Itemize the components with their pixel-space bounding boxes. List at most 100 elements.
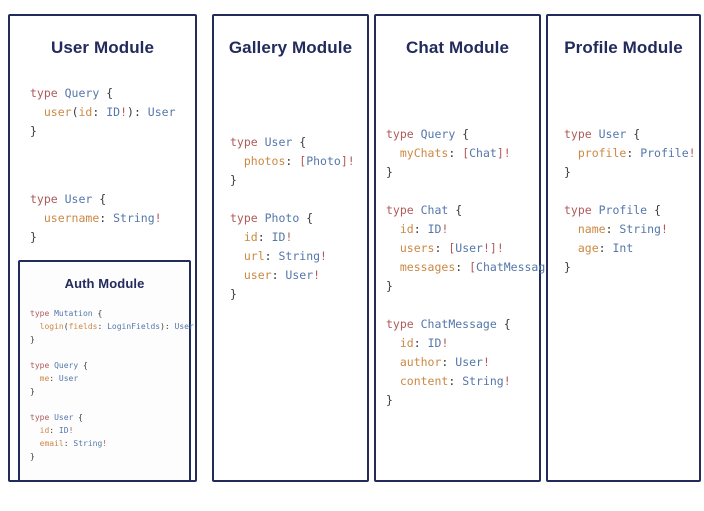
module-card-profile[interactable]: Profile Module type User { profile: Prof… bbox=[546, 14, 701, 482]
type-definition: type Query { user(id: ID!): User} bbox=[30, 84, 195, 141]
code-token: author bbox=[399, 355, 442, 369]
code-token: type bbox=[564, 203, 599, 217]
code-token: age bbox=[577, 241, 599, 255]
code-line: } bbox=[30, 450, 189, 463]
type-definition: type Profile { name: String! age: Int} bbox=[564, 201, 699, 277]
code-token: type bbox=[564, 127, 599, 141]
type-definition: type Query { me: User} bbox=[30, 359, 189, 398]
module-title-chat: Chat Module bbox=[405, 38, 510, 57]
schema-code-chat: type Query { myChats: [Chat]!}type Chat … bbox=[386, 125, 566, 410]
code-token: LoginFields bbox=[107, 322, 161, 331]
code-token: : bbox=[271, 268, 286, 282]
module-card-chat[interactable]: Chat Module type Query { myChats: [Chat]… bbox=[374, 14, 566, 482]
type-definition: type User { id: ID! email: String!} bbox=[30, 411, 189, 463]
code-line: type User { bbox=[564, 125, 699, 144]
code-token: : bbox=[448, 374, 463, 388]
code-token: } bbox=[30, 335, 35, 344]
code-token: : bbox=[434, 241, 449, 255]
code-token bbox=[30, 211, 44, 225]
code-line: } bbox=[230, 171, 367, 190]
code-token: : bbox=[448, 146, 463, 160]
code-token: user bbox=[43, 105, 72, 119]
code-token: String bbox=[73, 439, 103, 448]
code-line: email: String! bbox=[30, 437, 189, 450]
code-token: User bbox=[58, 374, 79, 383]
code-token: messages bbox=[399, 260, 456, 274]
code-token: : bbox=[264, 249, 279, 263]
code-token: String bbox=[113, 211, 155, 225]
code-token: Profile bbox=[640, 146, 689, 160]
code-line: content: String! bbox=[386, 372, 539, 391]
code-token: User bbox=[455, 241, 483, 255]
schema-code-auth: type Mutation { login(fields: LoginField… bbox=[30, 307, 194, 463]
code-token: content bbox=[399, 374, 449, 388]
code-token: Query bbox=[64, 86, 100, 100]
code-token: ID bbox=[427, 336, 442, 350]
code-token: type bbox=[386, 317, 421, 331]
module-card-auth[interactable]: Auth Module type Mutation { login(fields… bbox=[18, 260, 194, 482]
code-token: id bbox=[399, 222, 414, 236]
code-token: type bbox=[30, 86, 65, 100]
code-line: } bbox=[386, 391, 539, 410]
code-line: username: String! bbox=[30, 209, 195, 228]
code-token: url bbox=[243, 249, 265, 263]
code-line: author: User! bbox=[386, 353, 539, 372]
code-token: Profile bbox=[598, 203, 648, 217]
code-token: : bbox=[441, 355, 456, 369]
code-token: Mutation bbox=[54, 309, 93, 318]
code-token: id bbox=[39, 426, 50, 435]
type-definition: type Query { myChats: [Chat]!} bbox=[386, 125, 539, 182]
code-token bbox=[564, 241, 578, 255]
code-token: type bbox=[30, 309, 55, 318]
code-token: } bbox=[386, 279, 393, 293]
code-token: ID bbox=[427, 222, 442, 236]
code-line: type Photo { bbox=[230, 209, 367, 228]
code-token bbox=[230, 249, 244, 263]
code-token: { bbox=[73, 413, 83, 422]
code-token: } bbox=[30, 124, 37, 138]
code-token: } bbox=[230, 287, 237, 301]
code-token: ): bbox=[127, 105, 148, 119]
code-line: type User { bbox=[230, 133, 367, 152]
code-token: ! bbox=[688, 146, 696, 160]
module-card-user[interactable]: User Module type Query { user(id: ID!): … bbox=[8, 14, 197, 482]
code-token: ( bbox=[63, 322, 69, 331]
code-area-gallery: type User { photos: [Photo]!} type Photo … bbox=[214, 133, 367, 304]
code-line: me: User bbox=[30, 372, 189, 385]
code-token: } bbox=[386, 165, 393, 179]
type-definition: type Photo { id: ID! url: String! user: … bbox=[230, 209, 367, 304]
code-token: [ bbox=[448, 241, 456, 255]
code-token: user bbox=[243, 268, 272, 282]
code-line: users: [User!]! bbox=[386, 239, 539, 258]
code-token: { bbox=[92, 192, 107, 206]
code-token: User bbox=[598, 127, 627, 141]
code-token: User bbox=[54, 413, 74, 422]
code-token: [ bbox=[469, 260, 477, 274]
module-title-user: User Module bbox=[50, 38, 155, 57]
code-token: : bbox=[97, 322, 108, 331]
code-token: profile bbox=[577, 146, 627, 160]
code-token: : bbox=[63, 439, 74, 448]
code-token: } bbox=[30, 387, 35, 396]
code-token: Photo bbox=[306, 154, 341, 168]
code-token: { bbox=[455, 127, 470, 141]
module-card-gallery[interactable]: Gallery Module type User { photos: [Phot… bbox=[212, 14, 369, 482]
code-line: } bbox=[30, 333, 189, 346]
code-token: ]! bbox=[496, 146, 511, 160]
code-line: } bbox=[386, 277, 539, 296]
code-token: User bbox=[64, 192, 93, 206]
code-token: ID bbox=[106, 105, 121, 119]
type-definition: type User { photos: [Photo]!} bbox=[230, 133, 367, 190]
code-token bbox=[386, 222, 400, 236]
code-line: type Mutation { bbox=[30, 307, 189, 320]
code-token bbox=[386, 374, 400, 388]
code-token: !]! bbox=[482, 241, 504, 255]
code-line: user: User! bbox=[230, 266, 367, 285]
code-token: Query bbox=[420, 127, 456, 141]
code-line: profile: Profile! bbox=[564, 144, 699, 163]
code-line: } bbox=[30, 122, 195, 141]
type-definition: type ChatMessage { id: ID! author: User!… bbox=[386, 315, 539, 410]
code-token: } bbox=[386, 393, 393, 407]
code-line: messages: [ChatMessage]! bbox=[386, 258, 566, 277]
